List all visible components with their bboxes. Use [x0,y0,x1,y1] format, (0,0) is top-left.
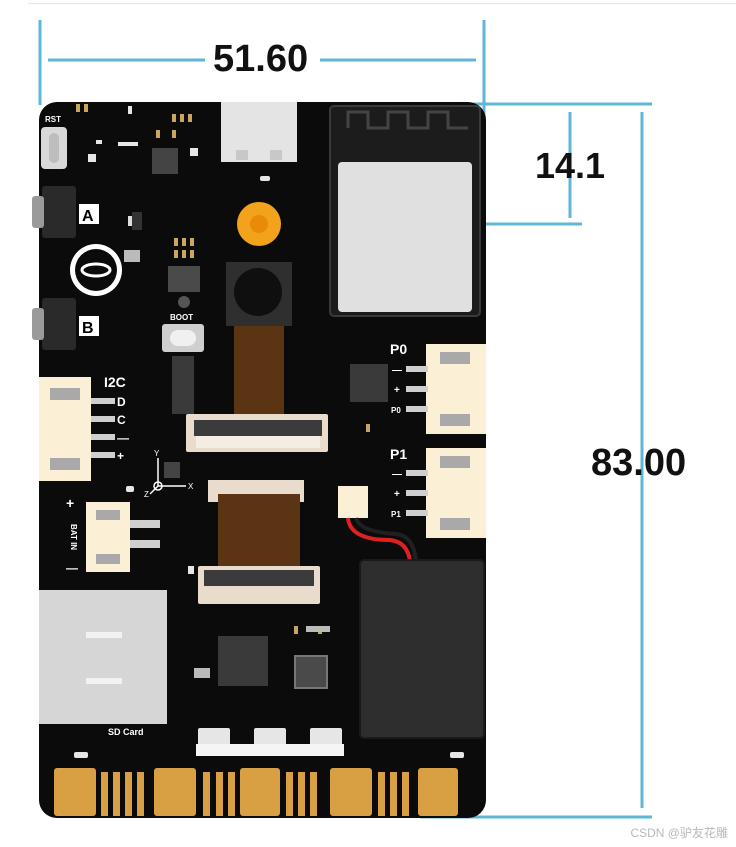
boot-label: BOOT [170,313,193,322]
display-flex [218,494,300,570]
i2c-pin-gnd: — [117,431,129,445]
axis-y-label: Y [154,449,160,458]
port0-label: P0 [390,341,407,357]
port0-pin-signal: P0 [391,406,401,415]
led-2 [254,728,286,746]
chip-main [218,636,268,686]
port0-pin-vcc: + [394,385,400,396]
speaker-wire-red [346,517,412,563]
led-3 [310,728,342,746]
port1-pin-signal: P1 [391,510,401,519]
camera-flex [234,326,284,416]
button-a-label: A [82,208,94,225]
speaker-plug [338,486,368,518]
i2c-pin-c: C [117,413,126,427]
button-b-label: B [82,320,94,337]
speaker-wire-black [354,517,418,563]
button-a [32,196,44,228]
axis-x-label: X [188,482,194,491]
chip-top [152,148,178,174]
imu-chip [164,462,180,478]
module-shield [338,162,472,312]
i2c-pin-vcc: + [117,449,124,463]
port1-pin-gnd: — [392,469,402,480]
sd-card-slot [39,590,167,724]
height-dimension: 83.00 [591,442,687,484]
battery-plus: + [66,495,74,511]
width-dimension: 51.60 [210,38,312,81]
sd-card-label: SD Card [108,727,144,737]
smd-chips-grey [124,250,330,678]
chip-qfn [294,655,328,689]
imu-axis-icon [149,458,186,495]
led-1 [198,728,230,746]
button-a-housing [42,186,76,238]
chip-boot-area [168,266,200,292]
axis-z-label: Z [144,490,149,499]
edge-connector [54,768,458,816]
chip-soic [172,356,194,414]
port1-label: P1 [390,446,407,462]
antenna-trace [346,110,468,130]
reset-label: RST [45,115,61,124]
port0-pin-gnd: — [392,365,402,376]
offset-dimension: 14.1 [535,145,606,186]
chip-port0 [350,364,388,402]
watermark-credit: CSDN @驴友花雕 [630,826,728,840]
usb-c-port [221,102,297,162]
i2c-pins [91,398,115,458]
i2c-label: I2C [104,374,126,390]
speaker-box [359,559,485,739]
top-divider [28,3,736,4]
battery-minus: — [66,561,78,575]
battery-label: BAT IN [69,524,78,550]
button-b [32,308,44,340]
button-b-housing [42,298,76,350]
i2c-pin-d: D [117,395,126,409]
port1-pin-vcc: + [394,489,400,500]
